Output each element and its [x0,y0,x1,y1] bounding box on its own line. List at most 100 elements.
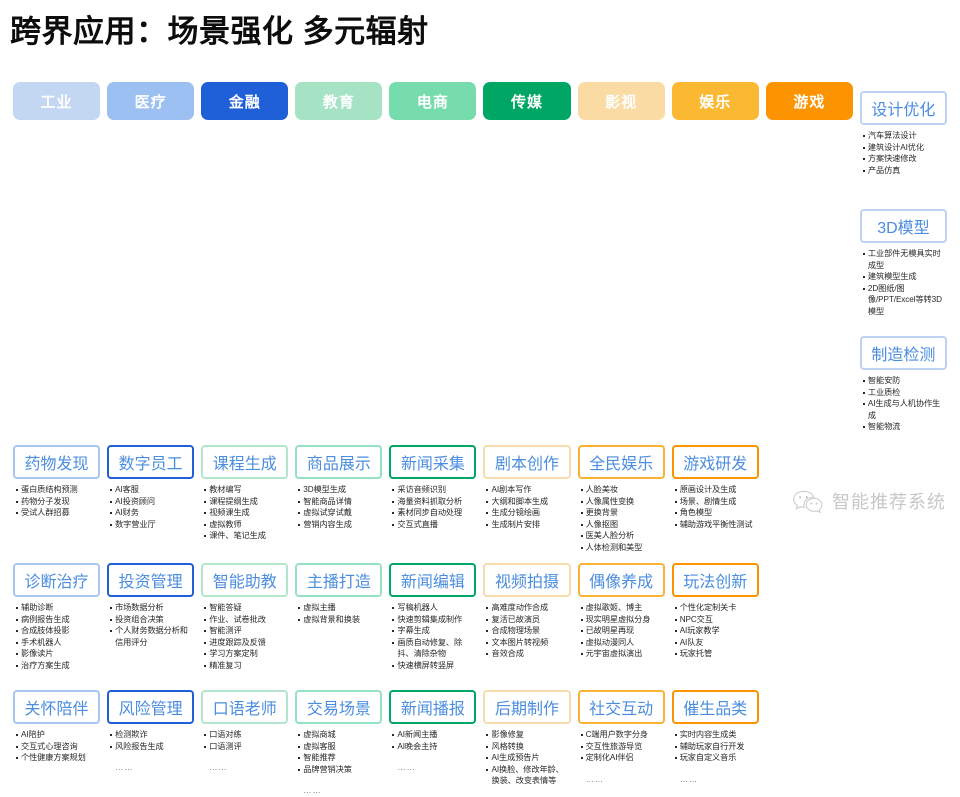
card-ecommerce-2[interactable]: 交易场景虚拟商城虚拟客服智能推荐品牌营销决策…… [295,690,383,797]
card-game-0[interactable]: 游戏研发原画设计及生成场景、剧情生成角色模型辅助游戏平衡性测试 [671,445,759,530]
card-item-list: 人脸美妆人像属性变换更换背景人像抠图医美人脸分析人体检测和美型 [578,484,665,554]
card-industry-0[interactable]: 设计优化汽车算法设计建筑设计AI优化方案快速修改产品仿真 [859,91,947,176]
card-title[interactable]: 新闻播报 [389,690,477,724]
card-medical-1[interactable]: 诊断治疗辅助诊断病例报告生成合成肢体投影手术机器人影像读片治疗方案生成 [13,563,101,672]
list-item: 辅助诊断 [16,602,99,614]
card-education-2[interactable]: 口语老师口语对练口语测评…… [201,690,289,774]
card-title[interactable]: 制造检测 [859,336,947,370]
list-item: 视频课生成 [204,507,287,519]
card-title[interactable]: 偶像养成 [577,563,665,597]
list-item: 虚拟客服 [298,741,381,753]
card-title[interactable]: 游戏研发 [671,445,759,479]
list-item: AI换脸、修改年龄、换装、改变表情等 [486,764,569,787]
card-entertainment-1[interactable]: 偶像养成虚拟歌姬、博主现实明星虚拟分身已故明星再现虚拟动漫同人元宇宙虚拟演出 [577,563,665,660]
card-title[interactable]: 风险管理 [107,690,195,724]
card-film-1[interactable]: 视频拍摄高难度动作合成复活已故演员合成物理场景文本图片转视频音效合成 [483,563,571,660]
card-finance-1[interactable]: 投资管理市场数据分析投资组合决策个人财务数据分析和信用评分 [107,563,195,648]
column-header-industry[interactable]: 工业 [13,82,101,120]
card-education-0[interactable]: 课程生成教材编写课程提纲生成视频课生成虚拟教师课件、笔记生成 [201,445,289,542]
card-title[interactable]: 催生品类 [671,690,759,724]
list-item: 方案快速修改 [862,153,946,165]
card-title[interactable]: 交易场景 [295,690,383,724]
card-item-list: 虚拟歌姬、博主现实明星虚拟分身已故明星再现虚拟动漫同人元宇宙虚拟演出 [578,602,665,660]
card-game-2[interactable]: 催生品类实时内容生成类辅助玩家自行开发玩家自定义音乐…… [671,690,759,785]
card-item-list: 教材编写课程提纲生成视频课生成虚拟教师课件、笔记生成 [201,484,288,542]
card-title[interactable]: 后期制作 [483,690,571,724]
list-item: 智能答疑 [204,602,287,614]
card-title[interactable]: 社交互动 [577,690,665,724]
column-header-education[interactable]: 教育 [295,82,383,120]
card-title[interactable]: 剧本创作 [483,445,571,479]
card-title[interactable]: 玩法创新 [671,563,759,597]
column-header-entertainment[interactable]: 娱乐 [671,82,759,120]
list-item: 虚拟商城 [298,729,381,741]
list-item: 口语对练 [204,729,287,741]
list-item: 字幕生成 [392,625,475,637]
card-title[interactable]: 主播打造 [295,563,383,597]
card-title[interactable]: 口语老师 [201,690,289,724]
column-header-finance[interactable]: 金融 [201,82,289,120]
card-slot: 偶像养成虚拟歌姬、博主现实明星虚拟分身已故明星再现虚拟动漫同人元宇宙虚拟演出 [577,563,665,690]
card-ecommerce-1[interactable]: 主播打造虚拟主播虚拟背景和换装 [295,563,383,625]
card-title[interactable]: 3D模型 [859,209,947,243]
card-title[interactable]: 关怀陪伴 [13,690,101,724]
card-title[interactable]: 新闻编辑 [389,563,477,597]
column-header-film[interactable]: 影视 [577,82,665,120]
list-ellipsis: …… [397,763,416,773]
list-item: 医美人脸分析 [580,530,664,542]
list-item: 虚拟教师 [204,519,287,531]
list-item: 更换背景 [580,507,664,519]
card-title[interactable]: 诊断治疗 [13,563,101,597]
list-item: 场景、剧情生成 [674,496,758,508]
card-title[interactable]: 课程生成 [201,445,289,479]
card-media-1[interactable]: 新闻编辑写稿机器人快速剪辑集成制作字幕生成画质自动修复、除抖、清除杂物快速横屏转… [389,563,477,672]
card-finance-2[interactable]: 风险管理检测欺诈风险报告生成…… [107,690,195,774]
column-header-media[interactable]: 传媒 [483,82,571,120]
card-title[interactable]: 视频拍摄 [483,563,571,597]
card-item-list: 蛋白质结构预测药物分子发现受试人群招募 [13,484,100,519]
list-item: 角色模型 [674,507,758,519]
card-media-0[interactable]: 新闻采集采访音频识别海量资料抓取分析素材同步自动处理交互式直播 [389,445,477,530]
card-title[interactable]: 数字员工 [107,445,195,479]
card-medical-0[interactable]: 药物发现蛋白质结构预测药物分子发现受试人群招募 [13,445,101,519]
card-title[interactable]: 智能助教 [201,563,289,597]
list-item: 课件、笔记生成 [204,530,287,542]
column-body-media: 新闻采集采访音频识别海量资料抓取分析素材同步自动处理交互式直播新闻编辑写稿机器人… [389,436,477,797]
list-item: 口语测评 [204,741,287,753]
card-title[interactable]: 设计优化 [859,91,947,125]
card-title[interactable]: 商品展示 [295,445,383,479]
list-item: 现实明星虚拟分身 [580,614,664,626]
list-item: 虚拟试穿试戴 [298,507,381,519]
card-item-list: 辅助诊断病例报告生成合成肢体投影手术机器人影像读片治疗方案生成 [13,602,100,672]
list-item: AI陪护 [16,729,99,741]
column-header-game[interactable]: 游戏 [765,82,853,120]
card-title[interactable]: 投资管理 [107,563,195,597]
list-item: 海量资料抓取分析 [392,496,475,508]
card-title[interactable]: 全民娱乐 [577,445,665,479]
column-header-ecommerce[interactable]: 电商 [389,82,477,120]
list-item: 数字营业厅 [110,519,193,531]
card-slot: 口语老师口语对练口语测评…… [201,690,289,790]
list-item: 快速剪辑集成制作 [392,614,475,626]
column-header-medical[interactable]: 医疗 [107,82,195,120]
list-item: 人像抠图 [580,519,664,531]
card-title[interactable]: 药物发现 [13,445,101,479]
list-item: 玩家自定义音乐 [674,752,758,764]
card-entertainment-0[interactable]: 全民娱乐人脸美妆人像属性变换更换背景人像抠图医美人脸分析人体检测和美型 [577,445,665,554]
card-education-1[interactable]: 智能助教智能答疑作业、试卷批改智能测评进度跟踪及反馈学习方案定制精准复习 [201,563,289,672]
card-title[interactable]: 新闻采集 [389,445,477,479]
